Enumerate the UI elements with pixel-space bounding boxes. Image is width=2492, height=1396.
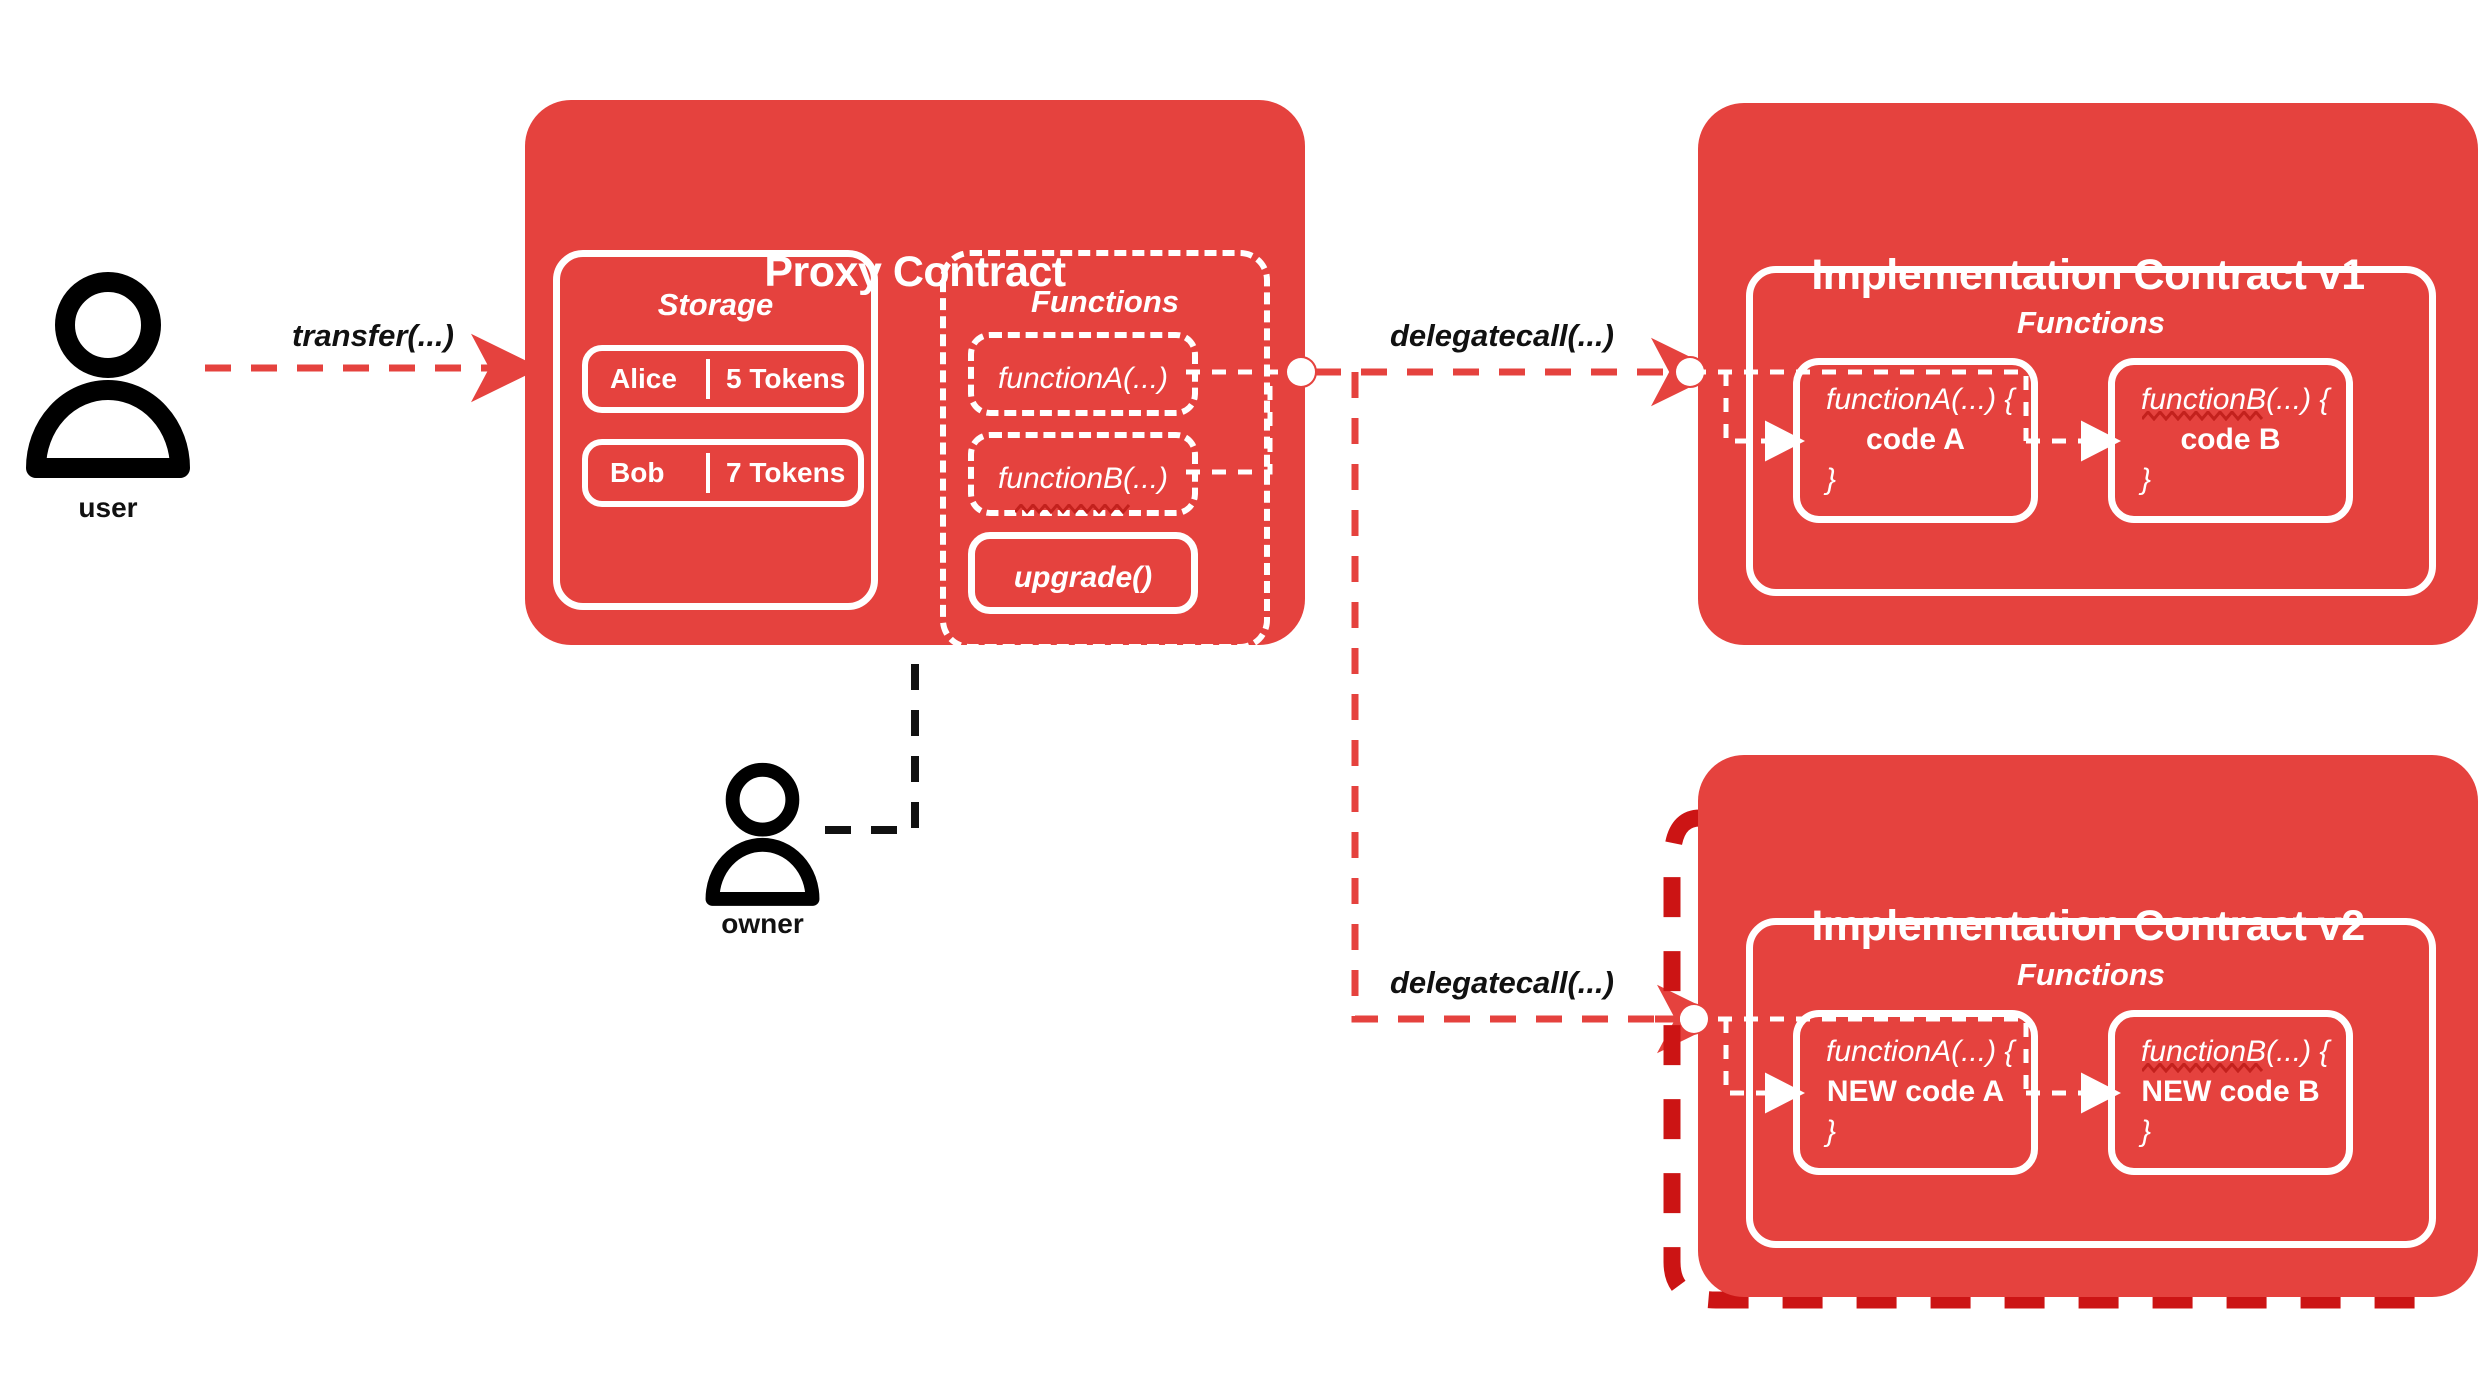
impl-v1-functions-title: Functions bbox=[2016, 305, 2166, 340]
storage-row-value: 5 Tokens bbox=[726, 363, 846, 394]
impl-v1-function-b-close: } bbox=[2141, 463, 2152, 496]
edge-delegatecall-v2 bbox=[1351, 372, 1727, 1054]
storage-row[interactable]: Bob 7 Tokens bbox=[582, 439, 864, 507]
proxy-storage-title: Storage bbox=[657, 287, 774, 322]
impl-v1-functions-panel: Functions bbox=[1746, 266, 2436, 596]
actor-user-label: user bbox=[78, 492, 138, 523]
storage-row-separator bbox=[706, 453, 710, 493]
storage-row-value: 7 Tokens bbox=[726, 457, 846, 488]
person-icon bbox=[26, 272, 190, 478]
edge-label-delegatecall-v2: delegatecall(...) bbox=[1390, 965, 1614, 1000]
spellcheck-squiggle-icon bbox=[1015, 504, 1131, 514]
edge-label-transfer: transfer(...) bbox=[292, 318, 454, 353]
impl-v1-function-b-body: code B bbox=[2180, 423, 2281, 456]
impl-v1-function-b[interactable]: functionB(...) { code B } bbox=[2108, 358, 2353, 523]
proxy-internal-routing bbox=[1186, 369, 1301, 475]
proxy-functions-title: Functions bbox=[1030, 284, 1180, 319]
edge-label-delegatecall-v1: delegatecall(...) bbox=[1390, 318, 1614, 353]
proxy-function-a-label: functionA(...) bbox=[997, 362, 1169, 395]
actor-owner-label: owner bbox=[721, 908, 804, 939]
proxy-function-upgrade[interactable]: upgrade() bbox=[968, 532, 1198, 614]
storage-row[interactable]: Alice 5 Tokens bbox=[582, 345, 864, 413]
impl-v1-function-a-signature: functionA(...) { bbox=[1826, 383, 2015, 416]
impl-v1-card: Implementation Contract v1 Functions fun… bbox=[1692, 103, 2478, 645]
proxy-contract-card: Proxy Contract Storage Alice 5 Tokens Bo… bbox=[525, 100, 1305, 650]
proxy-storage-panel: Storage Alice 5 Tokens Bob 7 Tokens bbox=[553, 250, 878, 610]
impl-v2-card: Implementation Contract v2 Functions fun… bbox=[1692, 755, 2478, 1297]
impl-v1-function-a-close: } bbox=[1826, 463, 1837, 496]
impl-v1-function-a-body: code A bbox=[1866, 423, 1965, 456]
spellcheck-squiggle-icon bbox=[2142, 411, 2264, 421]
actor-user bbox=[18, 268, 198, 478]
storage-row-name: Alice bbox=[610, 363, 677, 394]
proxy-function-upgrade-label: upgrade() bbox=[1013, 561, 1153, 594]
impl-v1-function-a[interactable]: functionA(...) { code A } bbox=[1793, 358, 2038, 523]
person-icon bbox=[705, 762, 820, 906]
proxy-function-b-label: functionB(...) bbox=[997, 462, 1169, 495]
impl-v1-internal-routing bbox=[1692, 369, 2121, 462]
actor-owner bbox=[700, 758, 825, 908]
storage-row-separator bbox=[706, 359, 710, 399]
storage-row-name: Bob bbox=[610, 457, 665, 488]
impl-v2-internal-routing bbox=[1692, 1016, 2121, 1114]
impl-v1-title: Implementation Contract v1 bbox=[1811, 251, 2365, 299]
